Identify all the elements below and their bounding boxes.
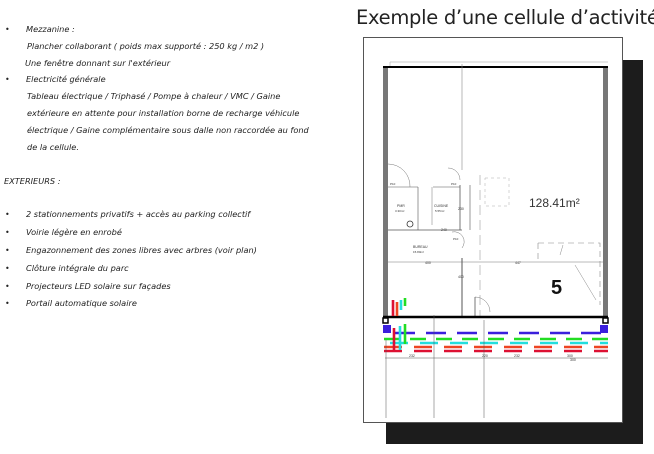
electricite-label: Electricité générale [26, 74, 106, 84]
exterieurs-heading: EXTERIEURS : [4, 176, 61, 186]
cell-number: 5 [551, 277, 562, 299]
bullet: • [5, 264, 10, 273]
exterieur-item: Voirie légère en enrobé [26, 227, 122, 237]
plan-labels: PMR 3.30m² CUISINE 5.55m² BUREAU 15.80m²… [390, 182, 580, 362]
room-bureau-area: 15.80m² [413, 250, 424, 254]
mezzanine-label: Mezzanine : [26, 24, 75, 34]
bullet: • [5, 299, 10, 308]
exterieur-item: Engazonnement des zones libres avec arbr… [26, 245, 257, 255]
dimension: 240 [441, 228, 447, 232]
electricite-line: Tableau électrique / Triphasé / Pompe à … [27, 91, 281, 101]
dimension: 400 [425, 261, 431, 265]
exterior-hatching [383, 298, 608, 353]
dimension: 300 [570, 358, 576, 362]
door-label: P10 [453, 237, 459, 241]
dimension: 220 [482, 354, 488, 358]
bullet: • [5, 246, 10, 255]
door-label: P10 [390, 182, 396, 186]
cell-area: 128.41m² [529, 196, 580, 210]
dimension: 232 [514, 354, 520, 358]
exterieur-item: Projecteurs LED solaire sur façades [26, 281, 171, 291]
bullet: • [5, 228, 10, 237]
page-title: Exemple d’une cellule d’activités [356, 6, 654, 29]
bullet: • [5, 75, 10, 84]
dimension: 300 [567, 354, 573, 358]
dimension-lines [385, 315, 608, 418]
mezzanine-line: Une fenêtre donnant sur l'extérieur [25, 58, 171, 68]
dimension: 230 [458, 207, 464, 211]
exterieur-item: 2 stationnements privatifs + accès au pa… [26, 209, 251, 219]
room-cuisine: CUISINE [434, 204, 449, 208]
room-pmr-area: 3.30m² [395, 209, 404, 213]
room-pmr: PMR [397, 204, 405, 208]
dimension: 400 [458, 275, 464, 279]
room-bureau: BUREAU [413, 245, 428, 249]
dimension: 447 [515, 261, 521, 265]
door-label: P10 [451, 182, 457, 186]
plan-walls [382, 61, 609, 324]
exterieur-item: Portail automatique solaire [26, 298, 137, 308]
electricite-line: extérieure en attente pour installation … [27, 108, 300, 118]
electricite-line: de la cellule. [27, 142, 79, 152]
dimension: 232 [409, 354, 415, 358]
mezzanine-line: Plancher collaborant ( poids max support… [27, 41, 265, 51]
room-cuisine-area: 5.55m² [435, 209, 444, 213]
electricite-line: électrique / Gaine complémentaire sous d… [27, 125, 309, 135]
bullet: • [5, 282, 10, 291]
bullet: • [5, 25, 10, 34]
bullet: • [5, 210, 10, 219]
exterieur-item: Clôture intégrale du parc [26, 263, 129, 273]
